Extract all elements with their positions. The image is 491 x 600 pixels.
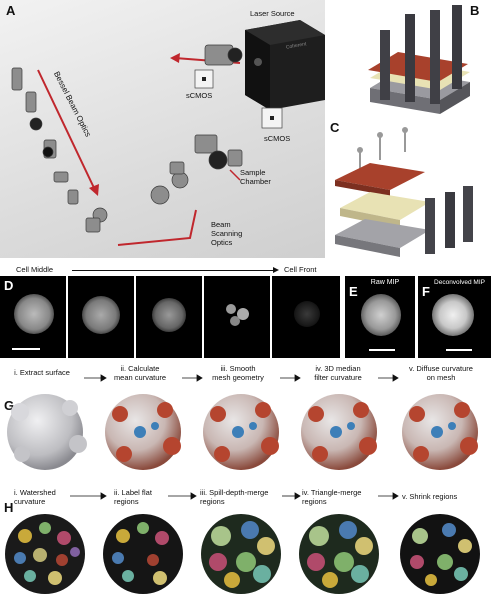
optics-components — [11, 44, 243, 233]
g-step-2: ii. Calculate mean curvature — [113, 364, 167, 382]
panel-b-illustration — [368, 5, 470, 114]
panel-a: A Laser Source sCMOS sCMOS Sample Chambe… — [0, 0, 325, 258]
h-step-1: i. Watershed curvature — [14, 488, 56, 506]
g-step-1: i. Extract surface — [14, 368, 70, 377]
d-slice-4 — [204, 276, 270, 358]
panel-label-g: G — [4, 398, 15, 413]
laser-source-box — [245, 20, 325, 110]
raw-mip-label: Raw MIP — [370, 279, 400, 286]
panel-b: B — [330, 0, 491, 120]
deconvolved-mip-label: Deconvolved MIP — [434, 279, 485, 286]
d-slice-3 — [136, 276, 202, 358]
beam-scanning-optics-label: Beam Scanning Optics — [211, 220, 243, 247]
panel-e-raw-mip: E Raw MIP — [345, 276, 415, 358]
g-mesh-5 — [402, 394, 478, 470]
cell-middle-label: Cell Middle — [16, 265, 54, 274]
g-mesh-row — [7, 394, 478, 470]
laser-source-label: Laser Source — [250, 9, 295, 18]
beam-scanning-path — [117, 209, 197, 246]
h-step-2: ii. Label flat regions — [114, 488, 152, 506]
bessel-path-arrow — [37, 69, 99, 196]
d-slice-1: D — [0, 276, 66, 358]
panel-label-a: A — [6, 3, 16, 18]
panel-a-illustration — [11, 20, 325, 246]
d-scalebar — [12, 348, 40, 350]
panel-label-h: H — [4, 500, 14, 515]
g-step-5: v. Diffuse curvature on mesh — [409, 364, 473, 382]
g-mesh-1 — [7, 394, 87, 470]
panel-label-d: D — [4, 278, 14, 293]
h-mesh-3 — [201, 514, 281, 594]
sample-chamber-label: Sample Chamber — [240, 168, 271, 186]
panel-label-f: F — [422, 284, 430, 299]
g-step-3: iii. Smooth mesh geometry — [212, 364, 264, 382]
h-mesh-5 — [400, 514, 480, 594]
h-step-3: iii. Spill-depth-merge regions — [200, 488, 269, 506]
panel-label-e: E — [349, 284, 358, 299]
h-mesh-4 — [299, 514, 379, 594]
panel-f-deconvolved-mip: F Deconvolved MIP — [418, 276, 491, 358]
g-mesh-3 — [203, 394, 279, 470]
h-arrows — [70, 492, 399, 500]
panel-label-c: C — [330, 120, 340, 135]
cell-depth-arrowhead — [273, 267, 279, 273]
h-segment-row — [5, 514, 480, 594]
g-mesh-4 — [301, 394, 377, 470]
g-step-4: iv. 3D median filter curvature — [314, 364, 362, 382]
g-mesh-2 — [105, 394, 181, 470]
h-mesh-1 — [5, 514, 85, 594]
scmos-camera-2 — [261, 107, 283, 129]
chamber-pointer — [229, 169, 241, 181]
cell-front-label: Cell Front — [284, 265, 317, 274]
g-arrows — [84, 374, 399, 382]
h-step-4: iv. Triangle-merge regions — [302, 488, 362, 506]
cell-depth-arrow — [72, 270, 274, 271]
f-scalebar — [446, 349, 472, 351]
panel-label-b: B — [470, 3, 480, 18]
panel-c: C — [330, 120, 491, 258]
scmos-label-1: sCMOS — [186, 91, 213, 100]
d-slice-5 — [272, 276, 340, 358]
scmos-label-2: sCMOS — [264, 134, 291, 143]
d-slice-2 — [68, 276, 134, 358]
h-step-5: v. Shrink regions — [402, 492, 458, 501]
scmos-camera-1 — [194, 69, 214, 89]
h-mesh-2 — [103, 514, 183, 594]
panel-c-exploded-view — [335, 127, 473, 257]
e-scalebar — [369, 349, 395, 351]
